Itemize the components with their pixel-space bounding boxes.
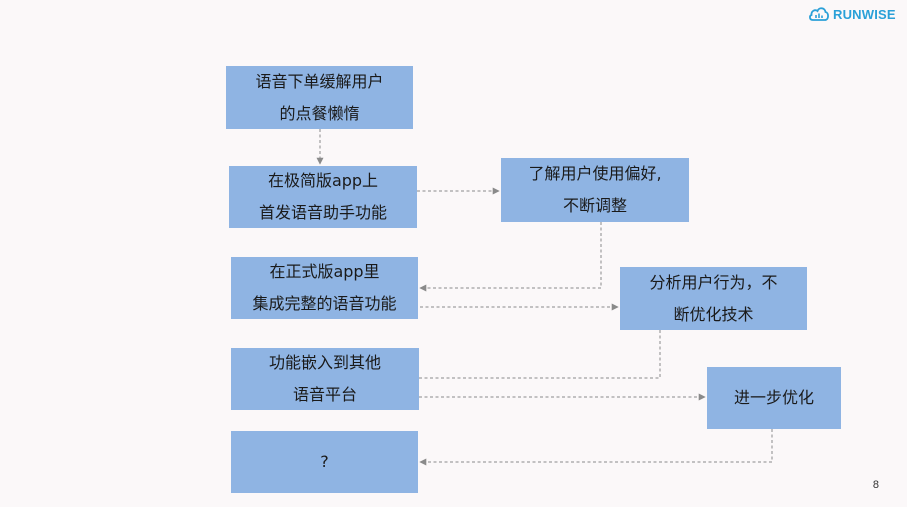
node-text-line1: ? (320, 452, 329, 471)
logo-text: RUNWISE (833, 6, 896, 22)
flow-node-embed-platforms: 功能嵌入到其他 语音平台 (231, 348, 419, 410)
node-text-line1: 功能嵌入到其他 (268, 353, 381, 372)
node-text-line1: 分析用户行为，不 (649, 272, 778, 292)
node-text-line2: 首发语音助手功能 (258, 203, 387, 222)
flow-node-voice-ordering: 语音下单缓解用户 的点餐懒惰 (226, 66, 413, 129)
flow-node-unknown: ? (231, 431, 418, 493)
edge-n5-n6 (419, 330, 661, 379)
flow-node-full-app-integration: 在正式版app里 集成完整的语音功能 (231, 257, 418, 319)
edge-n3-n4 (419, 222, 602, 292)
node-text-line1: 了解用户使用偏好, (528, 164, 662, 183)
page-number: 8 (872, 479, 879, 491)
node-text-line2: 集成完整的语音功能 (252, 294, 397, 313)
node-text-line2: 断优化技术 (673, 304, 754, 324)
flow-node-lite-app-launch: 在极简版app上 首发语音助手功能 (229, 166, 417, 228)
node-text-line1: 在极简版app上 (267, 171, 379, 190)
flow-node-further-optimize: 进一步优化 (707, 367, 841, 429)
node-text-line2: 的点餐懒惰 (279, 103, 360, 123)
flow-node-analyze-behavior: 分析用户行为，不 断优化技术 (620, 267, 807, 330)
runwise-logo: RUNWISE (808, 5, 896, 23)
node-text-line1: 在正式版app里 (269, 262, 380, 281)
node-text-line1: 语音下单缓解用户 (255, 71, 384, 91)
node-text-line2: 不断调整 (562, 196, 627, 215)
cloud-logo-icon (809, 7, 829, 21)
node-text-line1: 进一步优化 (733, 388, 814, 407)
node-text-line2: 语音平台 (292, 385, 357, 404)
edge-n7-n8 (419, 429, 773, 466)
flow-node-learn-preferences: 了解用户使用偏好, 不断调整 (501, 158, 689, 222)
